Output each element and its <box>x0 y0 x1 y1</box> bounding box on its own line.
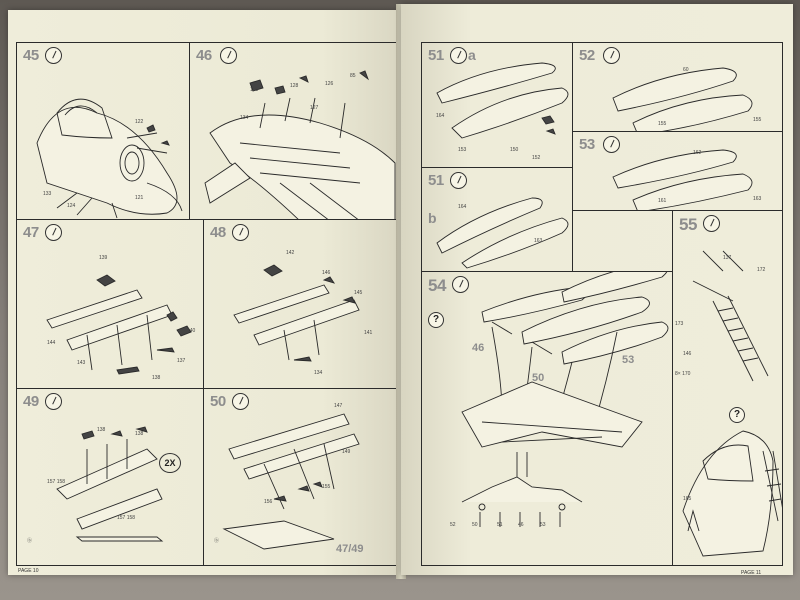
fuel-tank-drawing <box>612 67 753 131</box>
ladder-cockpit-drawing <box>682 250 782 557</box>
cockpit-nose-drawing <box>36 98 183 219</box>
step-variant: b <box>428 210 437 226</box>
glue-tube-icon <box>603 47 620 64</box>
step-number: 47 <box>23 224 39 241</box>
step-number: 51 <box>428 172 444 189</box>
reference-callout: 53 <box>622 354 635 366</box>
question-icon: ? <box>729 407 745 423</box>
step-number: 45 <box>23 47 39 64</box>
landing-gear-door-drawing <box>46 274 192 375</box>
step-number: 50 <box>210 393 226 410</box>
glue-tube-icon <box>45 393 62 410</box>
reference-callout: 50 <box>532 372 545 384</box>
page-number: PAGE 10 <box>18 568 39 574</box>
page-number: PAGE 11 <box>741 570 762 576</box>
step-number: 46 <box>196 47 212 64</box>
aircraft-underside-drawing <box>461 272 669 527</box>
step-48-panel: 48 142 146 145 141 134 <box>203 219 398 389</box>
step-number: 48 <box>210 224 226 241</box>
step-47-panel: 47 139 144 143 140 137 138 <box>16 219 204 389</box>
glue-tube-icon <box>232 393 249 410</box>
step-53-panel: 53 162 161 163 <box>572 131 783 211</box>
step-50-panel: 50 47/49 147 149 156 155 ⓑ <box>203 388 398 566</box>
step-number: 52 <box>579 47 595 64</box>
step-number: 49 <box>23 393 39 410</box>
step-number: 53 <box>579 136 595 153</box>
glue-tube-icon <box>232 224 249 241</box>
glue-tube-icon <box>45 47 62 64</box>
step-52-panel: 52 60 155 155 <box>572 42 783 132</box>
glue-tube-icon <box>703 215 720 232</box>
glue-tube-icon <box>452 276 469 293</box>
reference-callout: 47/49 <box>336 543 364 555</box>
reference-callout: 46 <box>472 342 485 354</box>
fuselage-top-drawing <box>204 70 396 219</box>
fuel-tank-drawing <box>612 149 753 210</box>
landing-gear-door-drawing <box>233 264 360 362</box>
pylon-drawing <box>222 413 360 550</box>
fuel-tank-drawing <box>436 197 569 269</box>
glue-tube-icon <box>603 136 620 153</box>
glue-tube-icon <box>220 47 237 64</box>
glue-tube-icon <box>450 47 467 64</box>
quantity-badge: 2X <box>159 453 181 473</box>
step-46-panel: 46 129 128 127 126 85 134 <box>189 42 398 220</box>
step-55-panel: 55 ? 137 172 173 146 8× 170 165 <box>672 210 783 566</box>
glue-tube-icon <box>45 224 62 241</box>
step-51b-panel: 51 b 164 163 <box>421 167 573 272</box>
step-54-panel: 54 ? 51b 52 51a 46 50 53 52 50 51 46 53 <box>421 271 673 566</box>
fuel-tank-drawing <box>436 62 569 139</box>
instruction-page-left: 45 122 133 124 121 46 <box>8 10 400 575</box>
step-45-panel: 45 122 133 124 121 <box>16 42 190 220</box>
instruction-page-right: 51 a 164 153 150 152 52 60 155 155 53 16… <box>401 4 793 576</box>
step-number: 55 <box>679 215 697 234</box>
step-51a-panel: 51 a 164 153 150 152 <box>421 42 573 168</box>
step-number: 51 <box>428 47 444 64</box>
pylon-drawing <box>56 426 164 542</box>
step-number: 54 <box>428 276 446 295</box>
question-icon: ? <box>428 312 444 328</box>
step-variant: a <box>468 47 476 63</box>
glue-tube-icon <box>450 172 467 189</box>
step-49-panel: 49 2X 138 138 157 158 157 158 ⓑ <box>16 388 204 566</box>
